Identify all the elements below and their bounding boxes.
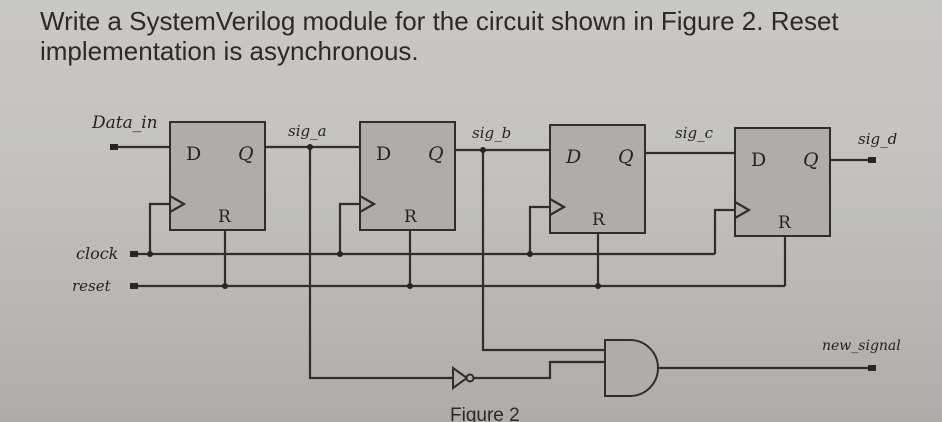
- clock-junction-3: [527, 251, 533, 257]
- sig-a-tap-wire: [308, 147, 453, 380]
- figure-caption: Figure 2: [450, 405, 520, 422]
- ff4-r-label: R: [778, 213, 792, 233]
- not-gate: [452, 366, 469, 390]
- sig-d-label: sig_d: [858, 130, 897, 148]
- new-signal-terminal: [868, 365, 876, 371]
- question-text: Write a SystemVerilog module for the cir…: [40, 6, 940, 66]
- clock-label: clock: [76, 244, 118, 263]
- inverter-output-wire: [472, 360, 605, 380]
- question-line-2: implementation is asynchronous.: [40, 36, 419, 66]
- reset-terminal: [130, 283, 138, 289]
- sig-c-label: sig_c: [675, 124, 714, 142]
- clock-junction-1: [147, 251, 153, 257]
- clock-triangle-3: [549, 198, 567, 216]
- flipflop-4: [734, 127, 831, 237]
- ff1-r-label: R: [218, 207, 232, 227]
- reset-junction-3: [595, 283, 601, 289]
- data-in-label: Data_in: [91, 113, 158, 133]
- clock-branch-3: [528, 205, 550, 254]
- clock-triangle-4: [734, 201, 752, 219]
- and-gate: [604, 339, 659, 397]
- ff3-q-label: Q: [618, 146, 634, 168]
- clock-junction-2: [337, 251, 343, 257]
- ff3-d-label: D: [565, 146, 581, 168]
- clock-terminal: [130, 251, 138, 257]
- clock-branch-4: [713, 208, 735, 254]
- ff4-d-label: D: [751, 149, 766, 171]
- flipflop-2: [359, 121, 456, 231]
- sig-b-junction: [480, 147, 486, 153]
- flipflop-1: [169, 121, 266, 231]
- reset-junction-2: [407, 283, 413, 289]
- not-gate-bubble: [465, 373, 475, 383]
- clock-branch-2: [338, 202, 360, 254]
- sig-d-terminal: [868, 157, 876, 163]
- question-line-1: Write a SystemVerilog module for the cir…: [40, 6, 839, 36]
- ff2-q-label: Q: [428, 143, 444, 165]
- ff4-q-label: Q: [803, 149, 819, 171]
- sig-b-tap-wire: [481, 150, 605, 352]
- sig-a-label: sig_a: [288, 122, 327, 140]
- sig-b-label: sig_b: [472, 124, 511, 142]
- sig-a-junction: [307, 144, 313, 150]
- flipflop-3: [549, 124, 646, 234]
- reset-label: reset: [72, 277, 112, 295]
- ff2-r-label: R: [404, 207, 418, 227]
- reset-junction-1: [222, 283, 228, 289]
- clock-triangle-1: [169, 195, 187, 213]
- data-in-terminal: [110, 144, 118, 150]
- ff1-d-label: D: [186, 143, 201, 165]
- clock-triangle-2: [359, 195, 377, 213]
- new-signal-label: new_signal: [822, 338, 901, 354]
- clock-branch-1: [148, 202, 170, 254]
- ff1-q-label: Q: [238, 143, 254, 165]
- ff3-r-label: R: [592, 210, 606, 230]
- ff2-d-label: D: [376, 143, 391, 165]
